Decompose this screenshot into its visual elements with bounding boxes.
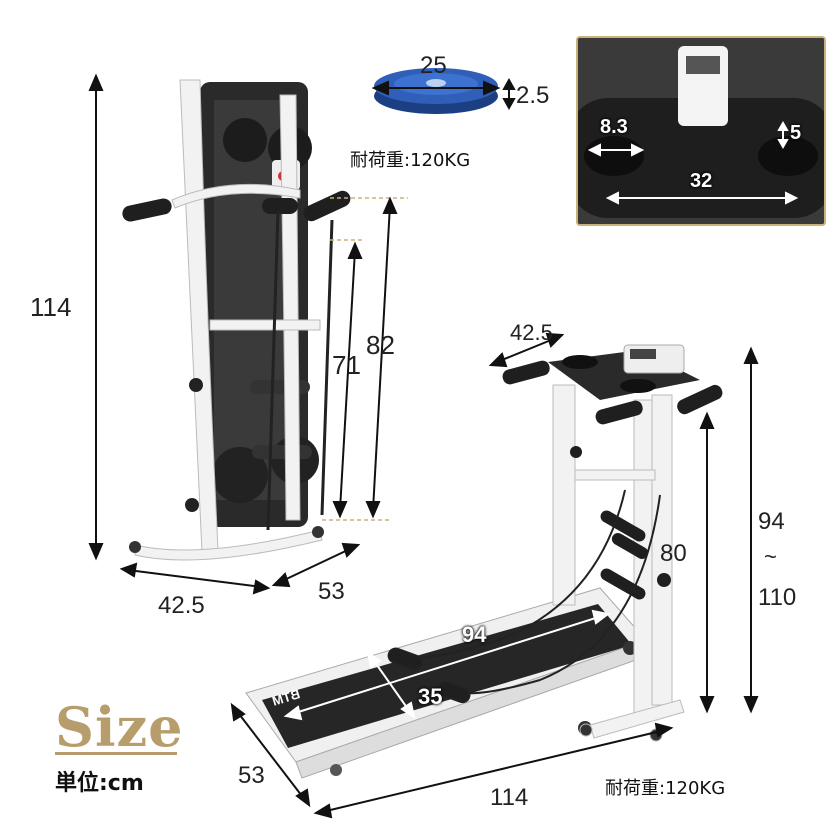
folded-height-label: 114 bbox=[30, 292, 72, 322]
unit-label: 単位:cm bbox=[55, 771, 144, 796]
open-total-height-sep: ~ bbox=[764, 544, 777, 569]
disc-thickness-label: 2.5 bbox=[516, 82, 550, 109]
open-total-height-bottom: 110 bbox=[758, 584, 797, 611]
size-title: Size bbox=[55, 695, 184, 759]
inset-tray-width-label: 32 bbox=[690, 170, 713, 192]
belt-arrows bbox=[283, 609, 611, 721]
folded-handle-82-label: 82 bbox=[366, 330, 395, 360]
open-tray-width-label: 42.5 bbox=[510, 320, 553, 345]
folded-deck bbox=[200, 82, 319, 527]
open-handle-height-label: 80 bbox=[660, 540, 687, 567]
folded-width-label: 42.5 bbox=[158, 592, 205, 619]
console-inset-photo: 8.3 5 32 bbox=[576, 36, 826, 226]
inset-cup-diameter-label: 8.3 bbox=[600, 116, 628, 138]
open-deck bbox=[245, 587, 651, 779]
twist-disc-image bbox=[374, 68, 498, 114]
open-arrows bbox=[230, 332, 759, 819]
folded-handle-71-label: 71 bbox=[332, 350, 361, 380]
folded-depth-label: 53 bbox=[318, 578, 345, 605]
open-console bbox=[502, 344, 723, 425]
folded-handles bbox=[122, 190, 351, 553]
base-arrows bbox=[119, 542, 361, 595]
open-total-height-top: 94 bbox=[758, 508, 785, 535]
open-length-label: 114 bbox=[490, 784, 529, 811]
open-load-label: 耐荷重:120KG bbox=[605, 778, 726, 799]
handle-arrows bbox=[332, 196, 398, 519]
disc-arrows bbox=[371, 77, 516, 111]
open-depth-label: 53 bbox=[238, 762, 265, 789]
open-belt-width-label: 35 bbox=[418, 684, 443, 709]
size-underline bbox=[55, 752, 177, 755]
console-inset-drawing bbox=[578, 38, 824, 224]
folded-guides bbox=[322, 197, 408, 521]
open-rungs bbox=[570, 446, 671, 600]
height-arrow-114 bbox=[88, 73, 104, 561]
open-cables bbox=[387, 489, 661, 704]
inset-cup-depth-label: 5 bbox=[790, 122, 802, 144]
disc-load-label: 耐荷重:120KG bbox=[350, 150, 471, 171]
open-belt-length-label: 94 bbox=[462, 622, 487, 647]
disc-diameter-label: 25 bbox=[420, 52, 447, 79]
